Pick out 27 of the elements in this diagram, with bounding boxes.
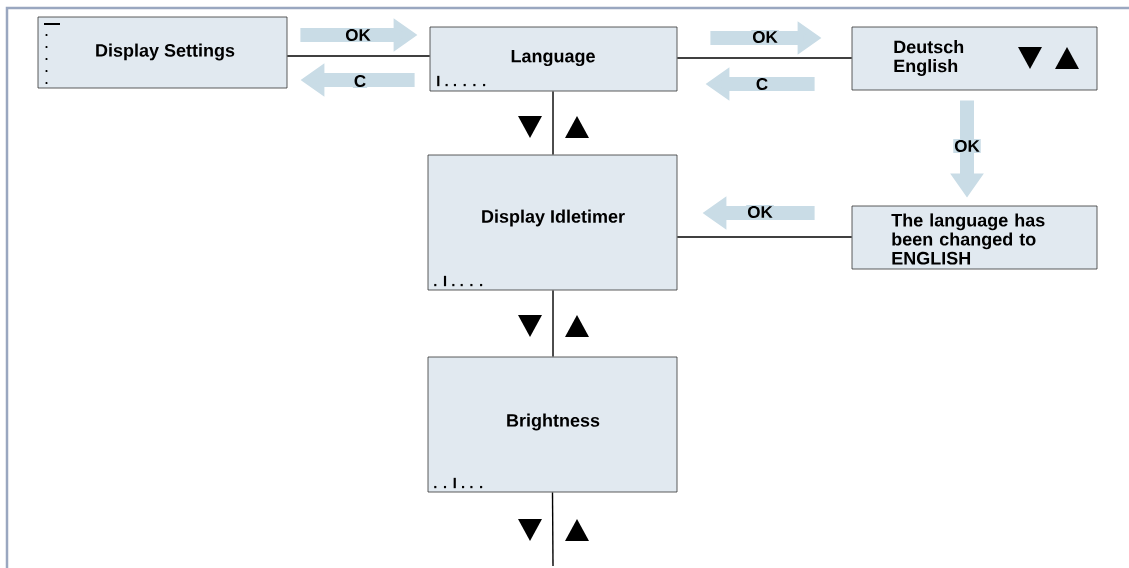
edge-label: C xyxy=(754,77,770,91)
menu-title: The language has been changed to ENGLISH xyxy=(891,213,1045,265)
scroll-connector xyxy=(518,289,589,358)
display-box xyxy=(851,205,1098,270)
menu-title: Brightness xyxy=(507,413,600,431)
edge-label: OK xyxy=(344,28,372,42)
position-indicator: . I . . . . xyxy=(434,275,483,287)
scroll-connector xyxy=(518,491,589,567)
display-box xyxy=(427,356,678,493)
edge-label: OK xyxy=(746,205,774,219)
menu-title: Display Settings xyxy=(96,43,235,61)
display-box xyxy=(429,26,678,92)
display-box xyxy=(851,26,1098,91)
display-box xyxy=(427,154,678,291)
position-indicator: I . . . . . xyxy=(437,75,486,87)
connector-line xyxy=(286,55,431,57)
display-box xyxy=(37,16,288,89)
edge-label: OK xyxy=(953,139,981,153)
edge-label: C xyxy=(352,74,368,88)
menu-title: Deutsch English xyxy=(894,40,964,76)
connector-line xyxy=(676,236,853,238)
position-indicator: . . I . . . xyxy=(434,477,483,489)
scroll-connector xyxy=(518,90,589,156)
edge-label: OK xyxy=(751,30,779,44)
connector-line xyxy=(676,57,853,59)
menu-title: Language xyxy=(511,49,595,67)
menu-title: Display Idletimer xyxy=(482,209,625,227)
